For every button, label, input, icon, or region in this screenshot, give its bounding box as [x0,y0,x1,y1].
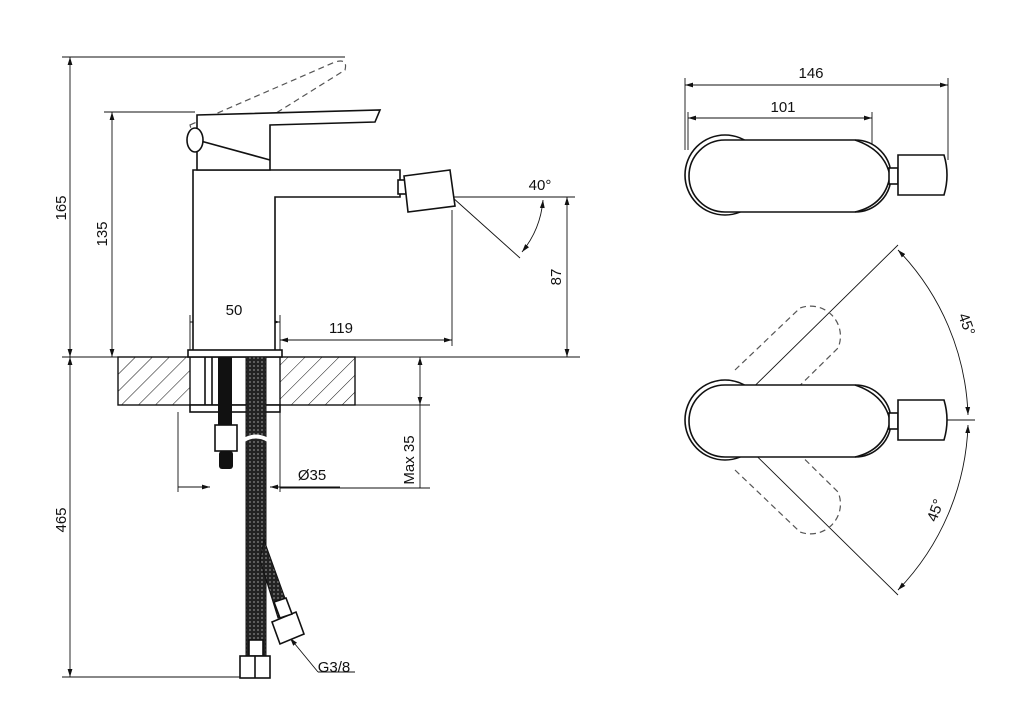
dim-handle-angle-up: 45° [954,311,978,338]
dim-hose-length: 465 [53,507,70,532]
dim-jet-height: 87 [548,269,565,286]
dim-connection-thread: G3/8 [318,659,351,676]
dim-top-body-length: 101 [770,99,795,116]
dim-base-width: 50 [226,302,243,319]
dim-top-total-length: 146 [798,65,823,82]
top-view: 146 101 [684,65,949,216]
dim-body-height: 135 [94,221,111,246]
dim-max-thickness: Max 35 [401,435,418,484]
side-view: 165 135 50 119 40° 87 Max 35 Ø35 465 G3/… [53,56,580,679]
rotation-view: 45° 45° [684,244,978,596]
dim-jet-angle: 40° [529,177,552,194]
dim-handle-angle-down: 45° [924,497,948,524]
dim-hole-diameter: Ø35 [298,467,326,484]
dim-spout-reach: 119 [329,320,353,337]
dim-total-height: 165 [53,195,70,220]
